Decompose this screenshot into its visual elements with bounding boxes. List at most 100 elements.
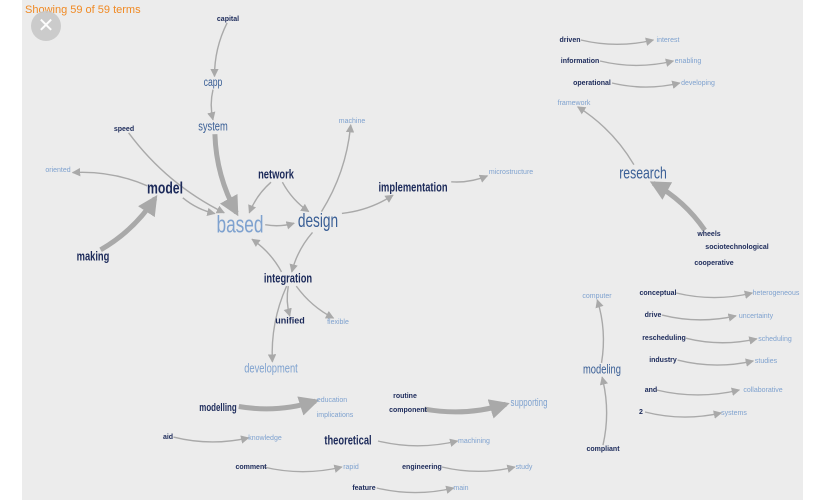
term-comment: comment bbox=[235, 464, 267, 471]
edge-implementation-to-microstructure bbox=[451, 174, 489, 183]
edge-modeling-to-computer bbox=[595, 299, 605, 364]
edge-comment-to-rapid bbox=[263, 464, 343, 473]
term-enabling: enabling bbox=[675, 58, 702, 65]
term-information: information bbox=[561, 58, 600, 65]
term-unified: unified bbox=[275, 315, 305, 325]
edge-driven-to-interest bbox=[580, 37, 655, 46]
edge-layer bbox=[71, 22, 758, 494]
edge-num2-to-systems bbox=[644, 410, 723, 419]
term-wheels: wheels bbox=[696, 231, 720, 238]
term-framework: framework bbox=[558, 100, 591, 107]
edge-model-to-oriented bbox=[71, 167, 148, 187]
term-integration: integration bbox=[264, 272, 312, 286]
term-aid: aid bbox=[163, 434, 173, 441]
term-machine: machine bbox=[339, 118, 366, 125]
edge-network-to-design bbox=[281, 181, 310, 213]
term-system: system bbox=[198, 120, 228, 134]
term-implications: implications bbox=[317, 412, 354, 419]
term-capp: capp bbox=[204, 77, 223, 90]
term-systems: systems bbox=[721, 410, 747, 417]
term-microstructure: microstructure bbox=[489, 169, 533, 176]
term-flexible: flexible bbox=[327, 319, 349, 326]
edge-design-to-machine bbox=[320, 123, 355, 212]
edge-making-to-model bbox=[99, 194, 158, 252]
edge-component-to-supporting bbox=[423, 399, 510, 419]
term-sociotechnological: sociotechnological bbox=[705, 244, 768, 251]
term-layer: capital capp system speed oriented model makin… bbox=[45, 16, 799, 492]
term-education: education bbox=[317, 397, 347, 404]
term-compliant: compliant bbox=[586, 446, 620, 453]
term-rapid: rapid bbox=[343, 464, 359, 471]
edge-system-to-based bbox=[212, 134, 239, 217]
term-modeling: modeling bbox=[583, 363, 621, 377]
edge-conceptual-to-heterogeneous bbox=[676, 290, 754, 299]
term-drive: drive bbox=[645, 312, 662, 319]
term-interest: interest bbox=[657, 37, 680, 44]
edge-network-to-based bbox=[248, 181, 272, 214]
term-based: based bbox=[216, 212, 263, 238]
term-and: and bbox=[645, 387, 657, 394]
edge-research-to-framework bbox=[576, 106, 635, 166]
edge-modelling-to-education bbox=[238, 396, 320, 416]
edge-information-to-enabling bbox=[599, 58, 675, 67]
term-main: main bbox=[453, 485, 468, 492]
term-industry: industry bbox=[649, 357, 677, 364]
right-margin-band bbox=[803, 0, 825, 500]
term-heterogeneous: heterogeneous bbox=[753, 290, 800, 297]
term-num2: 2 bbox=[639, 409, 643, 416]
edge-integration-to-unified bbox=[283, 285, 292, 317]
edge-drive-to-uncertainty bbox=[661, 313, 737, 322]
edge-integration-to-flexible bbox=[295, 285, 335, 319]
edge-model-to-based bbox=[182, 197, 216, 217]
edge-capital-to-capp bbox=[210, 22, 228, 78]
term-study: study bbox=[516, 464, 533, 471]
term-rescheduling: rescheduling bbox=[642, 335, 686, 342]
term-operational: operational bbox=[573, 80, 611, 87]
edge-design-to-implementation bbox=[341, 194, 394, 215]
left-margin-band bbox=[0, 0, 22, 500]
edge-and-to-collaborative bbox=[656, 387, 741, 396]
edge-design-to-integration bbox=[289, 231, 314, 273]
edge-speed-to-based bbox=[128, 132, 225, 214]
edge-based-to-design bbox=[265, 221, 295, 230]
edge-rescheduling-to-scheduling bbox=[685, 336, 758, 345]
term-studies: studies bbox=[755, 358, 778, 365]
term-making: making bbox=[77, 250, 110, 264]
term-machining: machining bbox=[458, 438, 490, 445]
term-uncertainty: uncertainty bbox=[739, 313, 774, 320]
edge-compliant-to-modeling bbox=[599, 376, 609, 446]
edge-capp-to-system bbox=[207, 89, 216, 121]
term-implementation: implementation bbox=[378, 181, 447, 195]
term-cooperative: cooperative bbox=[694, 260, 733, 267]
edge-integration-to-development bbox=[267, 285, 288, 363]
edge-industry-to-studies bbox=[677, 358, 755, 367]
term-computer: computer bbox=[582, 293, 612, 300]
edge-integration-to-based bbox=[251, 238, 283, 273]
edge-aid-to-knowledge bbox=[173, 435, 250, 444]
term-component: component bbox=[389, 407, 427, 414]
term-driven: driven bbox=[559, 37, 580, 44]
term-oriented: oriented bbox=[45, 167, 70, 174]
edge-theoretical-to-machining bbox=[377, 438, 459, 447]
term-capital: capital bbox=[217, 16, 239, 23]
term-developing: developing bbox=[681, 80, 715, 87]
term-development: development bbox=[244, 362, 298, 376]
term-modelling: modelling bbox=[199, 402, 236, 415]
term-research: research bbox=[619, 165, 667, 183]
term-network: network bbox=[258, 168, 294, 182]
edge-wheels-to-research bbox=[649, 181, 707, 232]
term-engineering: engineering bbox=[402, 464, 442, 471]
term-scheduling: scheduling bbox=[758, 336, 792, 343]
term-theoretical: theoretical bbox=[324, 434, 371, 448]
edge-engineering-to-study bbox=[441, 464, 516, 473]
term-conceptual: conceptual bbox=[640, 290, 677, 297]
term-collaborative: collaborative bbox=[743, 387, 782, 394]
term-feature: feature bbox=[352, 485, 375, 492]
term-supporting: supporting bbox=[511, 397, 548, 410]
term-design: design bbox=[298, 210, 338, 232]
close-icon[interactable]: ✕ bbox=[31, 11, 61, 41]
term-model: model bbox=[147, 180, 183, 198]
edge-feature-to-main bbox=[376, 485, 455, 494]
term-speed: speed bbox=[114, 126, 134, 133]
